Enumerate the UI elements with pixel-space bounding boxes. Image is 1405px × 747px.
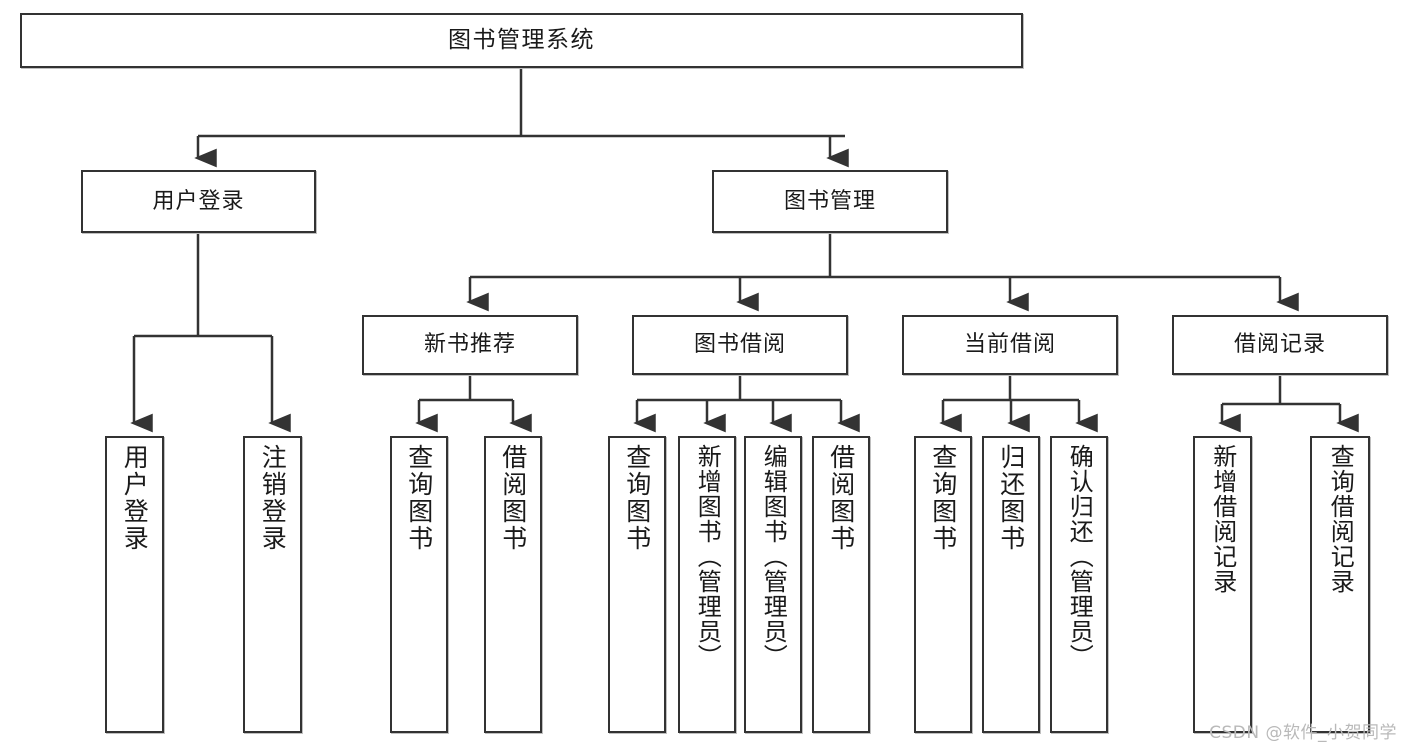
leaf-add-book-admin-label: 新增图书（管理员） <box>693 444 722 669</box>
leaf-return-book[interactable]: 归还图书 <box>982 436 1040 733</box>
leaf-query-book-new-label: 查询图书 <box>404 444 434 552</box>
leaf-query-book-borrow-label: 查询图书 <box>622 444 652 552</box>
node-borrow-record-label: 借阅记录 <box>1233 332 1326 358</box>
leaf-query-book-current[interactable]: 查询图书 <box>914 436 972 733</box>
leaf-borrow-book[interactable]: 借阅图书 <box>812 436 870 733</box>
node-book-management[interactable]: 图书管理 <box>712 170 948 233</box>
leaf-query-borrow-record-label: 查询借阅记录 <box>1326 444 1355 594</box>
node-current-borrow[interactable]: 当前借阅 <box>902 315 1118 375</box>
node-user-login-label: 用户登录 <box>152 188 245 214</box>
leaf-query-borrow-record[interactable]: 查询借阅记录 <box>1310 436 1370 733</box>
node-user-login[interactable]: 用户登录 <box>81 170 316 233</box>
leaf-edit-book-admin[interactable]: 编辑图书（管理员） <box>744 436 802 733</box>
leaf-add-borrow-record-label: 新增借阅记录 <box>1208 444 1237 594</box>
leaf-query-book-borrow[interactable]: 查询图书 <box>608 436 666 733</box>
node-book-borrow-label: 图书借阅 <box>693 332 786 358</box>
node-borrow-record[interactable]: 借阅记录 <box>1172 315 1388 375</box>
leaf-user-login-label: 用户登录 <box>120 444 150 552</box>
leaf-user-login[interactable]: 用户登录 <box>105 436 164 733</box>
leaf-borrow-book-new-label: 借阅图书 <box>498 444 528 552</box>
node-new-book-recommend-label: 新书推荐 <box>423 332 516 358</box>
leaf-borrow-book-label: 借阅图书 <box>826 444 856 552</box>
node-new-book-recommend[interactable]: 新书推荐 <box>362 315 578 375</box>
leaf-borrow-book-new[interactable]: 借阅图书 <box>484 436 542 733</box>
node-root[interactable]: 图书管理系统 <box>20 13 1023 68</box>
leaf-add-book-admin[interactable]: 新增图书（管理员） <box>678 436 736 733</box>
leaf-confirm-return-admin[interactable]: 确认归还（管理员） <box>1050 436 1108 733</box>
leaf-logout-label: 注销登录 <box>258 444 288 552</box>
leaf-return-book-label: 归还图书 <box>996 444 1026 552</box>
leaf-edit-book-admin-label: 编辑图书（管理员） <box>759 444 788 669</box>
node-root-label: 图书管理系统 <box>448 27 595 54</box>
node-book-borrow[interactable]: 图书借阅 <box>632 315 848 375</box>
leaf-logout[interactable]: 注销登录 <box>243 436 302 733</box>
node-current-borrow-label: 当前借阅 <box>963 332 1056 358</box>
leaf-confirm-return-admin-label: 确认归还（管理员） <box>1065 444 1094 669</box>
leaf-add-borrow-record[interactable]: 新增借阅记录 <box>1193 436 1252 733</box>
leaf-query-book-current-label: 查询图书 <box>928 444 958 552</box>
node-book-management-label: 图书管理 <box>783 188 876 214</box>
leaf-query-book-new[interactable]: 查询图书 <box>390 436 448 733</box>
